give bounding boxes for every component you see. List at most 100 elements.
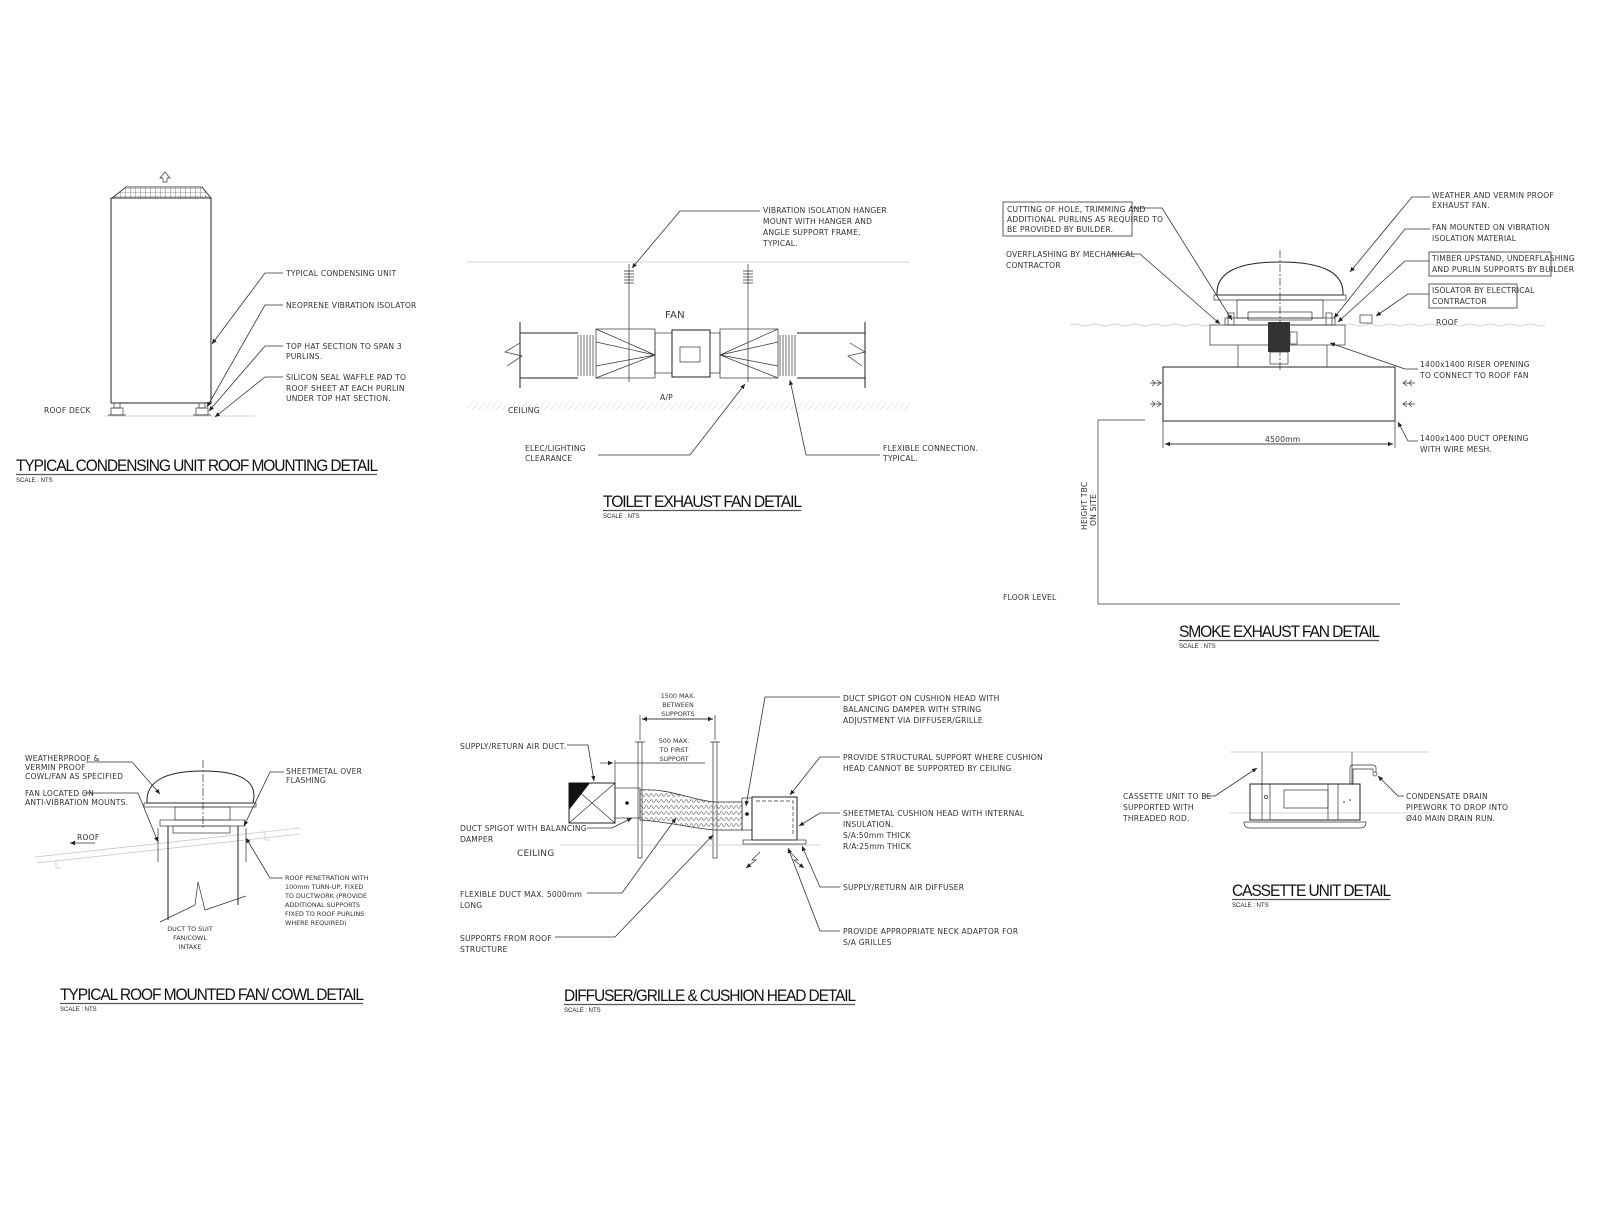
- label-penetration: WHERE REQUIRED): [285, 919, 347, 927]
- threaded-rods: [1261, 752, 1353, 785]
- label-weatherproof: VERMIN PROOF: [25, 763, 86, 772]
- transition-left: [595, 328, 656, 379]
- duct-right: [797, 322, 866, 388]
- label-supports: STRUCTURE: [460, 945, 508, 954]
- label-spigot: DAMPER: [460, 835, 494, 844]
- dimension-4500: 4500mm: [1162, 421, 1396, 448]
- label-flexible: FLEXIBLE CONNECTION.: [883, 444, 978, 453]
- flexible-duct: [639, 789, 743, 831]
- label-neck: S/A GRILLES: [843, 938, 892, 947]
- label-flashing: FLASHING: [286, 776, 326, 785]
- label-clearance: CLEARANCE: [525, 454, 572, 463]
- label-penetration: ROOF PENETRATION WITH: [285, 874, 369, 882]
- transition-right: [719, 328, 779, 379]
- height-label: ON SITE: [1089, 494, 1098, 526]
- label-rod: CASSETTE UNIT TO BE: [1123, 792, 1212, 801]
- label-cushion: INSULATION.: [843, 820, 893, 829]
- label-cutting: BE PROVIDED BY BUILDER.: [1007, 225, 1113, 234]
- scale-note: SCALE : NTS: [1179, 644, 1216, 650]
- detail-title: TOILET EXHAUST FAN DETAIL: [603, 492, 802, 511]
- label-structural: HEAD CANNOT BE SUPPORTED BY CEILING: [843, 764, 1011, 773]
- roof-label: ROOF: [77, 833, 99, 842]
- flex-connection-left: [577, 335, 594, 376]
- height-line: [1097, 419, 1400, 605]
- scale-note: SCALE : NTS: [564, 1008, 601, 1014]
- condensing-unit: [110, 197, 212, 404]
- label-hanger: VIBRATION ISOLATION HANGER: [763, 206, 887, 215]
- exhaust-fan-dome: [1216, 261, 1344, 296]
- label-top-hat: TOP HAT SECTION TO SPAN 3: [285, 342, 402, 351]
- dim-first: SUPPORT: [659, 755, 688, 763]
- access-panel-label: A/P: [660, 393, 673, 402]
- label-weatherproof: COWL/FAN AS SPECIFIED: [25, 772, 123, 781]
- roof-deck-label: ROOF DECK: [44, 406, 92, 415]
- label-duct: FAN/COWL: [173, 934, 207, 942]
- label-structural: PROVIDE STRUCTURAL SUPPORT WHERE CUSHION: [843, 753, 1043, 762]
- cushion-head: [751, 796, 798, 841]
- diffuser-flange: [742, 839, 807, 845]
- vibration-isolators: [108, 402, 211, 416]
- ceiling-label: CEILING: [517, 849, 554, 859]
- label-flex: LONG: [460, 901, 482, 910]
- hanger-rods: [624, 264, 753, 382]
- label-drain: Ø40 MAIN DRAIN RUN.: [1406, 814, 1495, 823]
- label-weatherproof: WEATHERPROOF &: [25, 754, 100, 763]
- label-penetration: TO DUCTWORK (PROVIDE: [284, 892, 367, 900]
- label-neck: PROVIDE APPROPRIATE NECK ADAPTOR FOR: [843, 927, 1019, 936]
- label-top-hat: PURLINS.: [286, 352, 322, 361]
- label-mounts: ANTI-VIBRATION MOUNTS.: [25, 798, 128, 807]
- label-waffle-pad: SILICON SEAL WAFFLE PAD TO: [286, 373, 406, 382]
- label-mounted: ISOLATION MATERIAL: [1432, 234, 1517, 243]
- dim-first: TO FIRST: [659, 746, 689, 754]
- condensing-unit-detail: ROOF DECK TYPICAL CONDENSING UNIT NEOPRE…: [16, 171, 417, 484]
- label-spigot: DUCT SPIGOT WITH BALANCING: [460, 824, 587, 833]
- label-cushion-spigot: ADJUSTMENT VIA DIFFUSER/GRILLE: [843, 716, 983, 725]
- label-supports: SUPPORTS FROM ROOF: [460, 934, 552, 943]
- fan-housing: [671, 329, 711, 378]
- label-hanger: ANGLE SUPPORT FRAME,: [763, 228, 861, 237]
- flex-connection-right: [779, 335, 796, 376]
- roof-cowl-detail: ROOF WEATHERPROOF & VERMIN PROOF COWL/FA…: [25, 754, 369, 1013]
- label-flashing: SHEETMETAL OVER: [286, 767, 363, 776]
- label-supply-duct: SUPPLY/RETURN AIR DUCT.: [460, 742, 566, 751]
- roof-label: ROOF: [1436, 318, 1458, 327]
- diffuser-cushion-head-detail: 1500 MAX. BETWEEN SUPPORTS 500 MAX. TO F…: [460, 692, 1043, 1014]
- fan-motor: [1268, 322, 1298, 365]
- dim-between: BETWEEN: [662, 701, 694, 709]
- label-riser: 1400x1400 RISER OPENING: [1420, 360, 1530, 369]
- smoke-duct: [1162, 366, 1396, 422]
- label-duct-opening: 1400x1400 DUCT OPENING: [1420, 434, 1529, 443]
- label-drain: PIPEWORK TO DROP INTO: [1406, 803, 1508, 812]
- label-duct: INTAKE: [179, 943, 202, 951]
- label-weather: EXHAUST FAN.: [1432, 201, 1490, 210]
- detail-title: TYPICAL CONDENSING UNIT ROOF MOUNTING DE…: [16, 456, 378, 475]
- label-diffuser: SUPPLY/RETURN AIR DIFFUSER: [843, 883, 965, 892]
- label-hanger: TYPICAL.: [762, 239, 798, 248]
- label-isolator: CONTRACTOR: [1432, 297, 1487, 306]
- label-cushion: R/A:25mm THICK: [843, 842, 912, 851]
- duct-left: [504, 322, 578, 388]
- airflow-arrow-icon: [159, 171, 171, 183]
- fan-label: FAN: [665, 310, 685, 321]
- detail-title: DIFFUSER/GRILLE & CUSHION HEAD DETAIL: [564, 986, 856, 1005]
- label-timber: TIMBER UPSTAND, UNDERFLASHING: [1431, 254, 1575, 263]
- label-cushion: S/A:50mm THICK: [843, 831, 911, 840]
- label-hanger: MOUNT WITH HANGER AND: [763, 217, 872, 226]
- label-weather: WEATHER AND VERMIN PROOF: [1432, 191, 1554, 200]
- label-cushion: SHEETMETAL CUSHION HEAD WITH INTERNAL: [843, 809, 1025, 818]
- label-flex: FLEXIBLE DUCT MAX. 5000mm: [460, 890, 582, 899]
- cowl-duct: [167, 826, 239, 920]
- condensate-pipe: [1349, 764, 1377, 784]
- floor-level-label: FLOOR LEVEL: [1003, 593, 1057, 602]
- scale-note: SCALE : NTS: [16, 478, 53, 484]
- label-clearance: ELEC/LIGHTING: [525, 444, 586, 453]
- label-cutting: CUTTING OF HOLE, TRIMMING AND: [1007, 205, 1146, 214]
- smoke-exhaust-fan-detail: CUTTING OF HOLE, TRIMMING AND ADDITIONAL…: [1002, 191, 1575, 650]
- label-overflashing: CONTRACTOR: [1006, 261, 1061, 270]
- ceiling-label: CEILING: [508, 406, 540, 415]
- label-cutting: ADDITIONAL PURLINS AS REQUIRED TO: [1007, 215, 1163, 224]
- label-condensing-unit: TYPICAL CONDENSING UNIT: [285, 269, 396, 278]
- label-isolator: ISOLATOR BY ELECTRICAL: [1432, 286, 1535, 295]
- cassette-panel: [1243, 821, 1367, 829]
